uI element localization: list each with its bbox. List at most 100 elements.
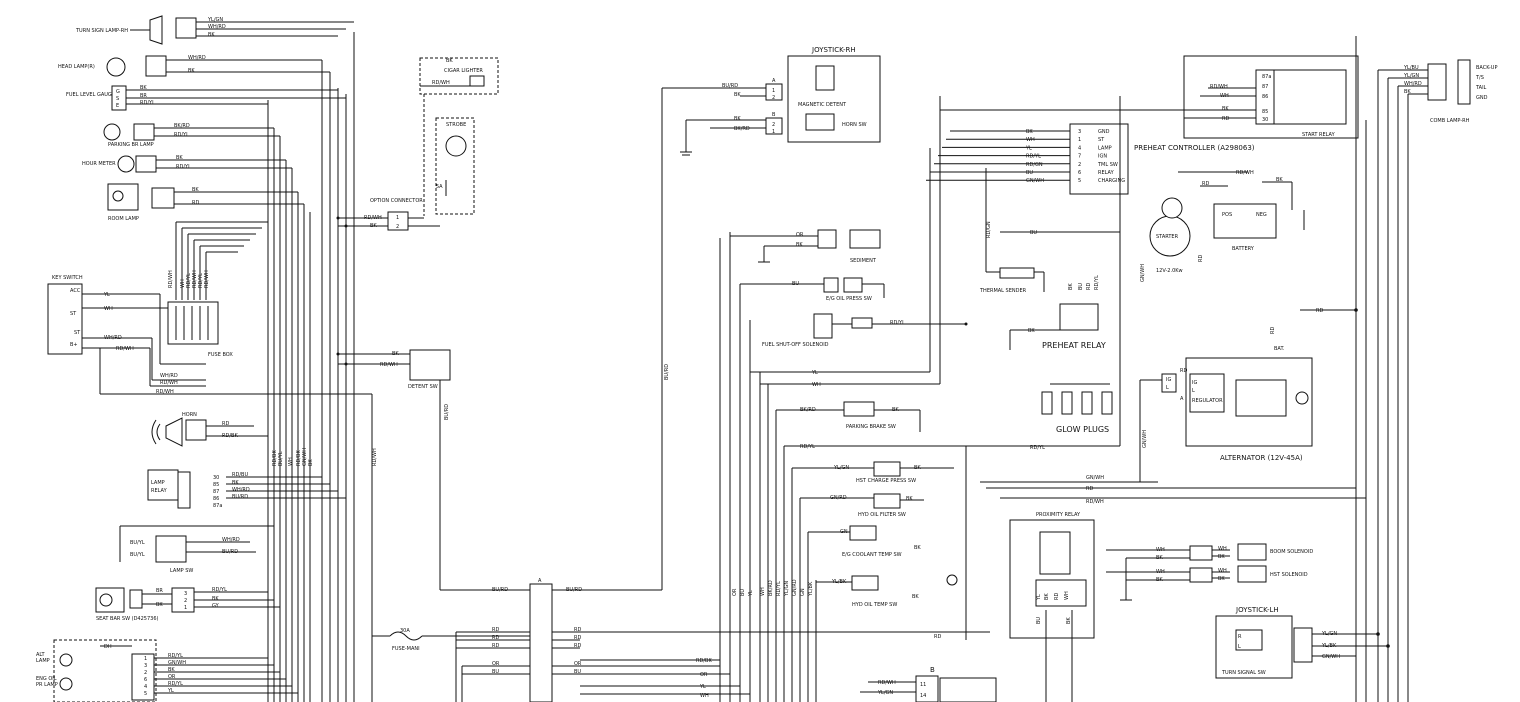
horn: HORN RD RD/BK — [151, 412, 268, 447]
svg-text:START RELAY: START RELAY — [1302, 132, 1336, 138]
svg-text:BK: BK — [168, 667, 175, 673]
svg-text:YL/GN: YL/GN — [207, 17, 223, 23]
boom-solenoid: WH BK WH BK BOOM SOLENOID — [1106, 543, 1313, 561]
svg-text:WH/RD: WH/RD — [222, 537, 240, 543]
svg-text:RD/YL: RD/YL — [198, 273, 204, 288]
svg-text:BK: BK — [734, 92, 741, 98]
svg-text:NEG: NEG — [1256, 212, 1267, 218]
svg-text:S: S — [116, 96, 119, 102]
svg-text:PREHEAT RELAY: PREHEAT RELAY — [1042, 341, 1106, 350]
svg-text:B+: B+ — [70, 342, 78, 348]
connector-a: A RD RD RD OR BU BU/RD BU/RD RD RD RD OR — [455, 578, 990, 702]
svg-text:RD/WH: RD/WH — [372, 448, 378, 466]
cigar-lighter: BK CIGAR LIGHTER RD/WH — [419, 57, 499, 216]
battery: POS NEG BATTERY RD BK — [1200, 177, 1305, 252]
svg-text:MAGNETIC DETENT: MAGNETIC DETENT — [798, 102, 847, 108]
svg-text:BACK-UP: BACK-UP — [1476, 65, 1498, 71]
svg-text:1: 1 — [184, 605, 187, 611]
room-lamp: ROOM LAMP BK RD — [107, 183, 304, 222]
svg-text:WH/RD: WH/RD — [188, 55, 206, 61]
svg-text:YL/GN: YL/GN — [833, 465, 849, 471]
svg-text:E: E — [116, 103, 119, 109]
svg-text:RD: RD — [1054, 593, 1060, 600]
svg-text:YL: YL — [748, 590, 754, 597]
svg-text:RD: RD — [192, 200, 199, 206]
harness-bundle-right: RD GN/WH GN/WH RD RD — [1119, 36, 1390, 702]
indicator-lamps: ALT LAMP ENG OIL PR LAMP DH 1 3 2 6 4 5 … — [36, 639, 298, 702]
svg-text:FUSE-MANI: FUSE-MANI — [392, 646, 420, 652]
svg-text:BK: BK — [1156, 577, 1163, 583]
turn-sign-lamp-rh-label: TURN SIGN LAMP-RH — [75, 28, 128, 34]
svg-text:WH: WH — [1218, 546, 1227, 552]
svg-text:STROBE: STROBE — [446, 122, 466, 128]
svg-text:GLOW PLUGS: GLOW PLUGS — [1056, 425, 1109, 434]
svg-text:YL: YL — [1036, 594, 1042, 601]
svg-text:BK/RD: BK/RD — [734, 126, 750, 132]
svg-text:BK: BK — [906, 496, 913, 502]
svg-text:RD/WH: RD/WH — [168, 270, 174, 288]
svg-text:30: 30 — [1262, 117, 1268, 123]
svg-text:86: 86 — [1262, 94, 1268, 100]
svg-text:RD: RD — [492, 643, 499, 649]
svg-text:RD/WH: RD/WH — [380, 362, 398, 368]
preheat-wire-label: RD/GN — [1026, 162, 1043, 168]
svg-text:A: A — [1180, 396, 1184, 402]
svg-text:ACC: ACC — [70, 288, 81, 294]
svg-text:BK: BK — [446, 58, 453, 64]
svg-text:PR LAMP: PR LAMP — [36, 682, 58, 688]
svg-text:REGULATOR: REGULATOR — [1192, 398, 1223, 404]
svg-text:BU/RD: BU/RD — [222, 549, 238, 555]
svg-text:RD/WH: RD/WH — [1210, 84, 1228, 90]
svg-text:GN: GN — [800, 588, 806, 596]
svg-text:BK: BK — [1044, 593, 1050, 600]
svg-text:WH: WH — [1218, 568, 1227, 574]
joystick-rh: JOYSTICK-RH A 1 2 MAGNETIC DETENT B 2 1 … — [680, 46, 881, 156]
svg-text:DH: DH — [104, 644, 112, 650]
hst-charge-press-sw: RD/YL RD/YL YL/GN BK HST CHARGE PRESS SW — [784, 444, 1120, 484]
svg-text:3: 3 — [184, 591, 187, 597]
hour-meter: HOUR METER BK RD/YL — [82, 155, 292, 173]
svg-text:GN/WH: GN/WH — [168, 660, 186, 666]
svg-text:2: 2 — [396, 224, 399, 230]
preheat-pin-number: 7 — [1078, 154, 1081, 160]
preheat-wire-label: BU — [1026, 170, 1033, 176]
fuse-mani: 30A FUSE-MANI — [372, 628, 530, 652]
preheat-pin-label: TML SW — [1097, 162, 1118, 168]
svg-text:BK: BK — [1156, 555, 1163, 561]
eg-oil-press-sw: BU E/G OIL PRESS SW — [740, 277, 885, 302]
svg-text:YL/BU: YL/BU — [1403, 65, 1419, 71]
preheat-pin-label: CHARGING — [1098, 178, 1125, 184]
svg-text:RD: RD — [222, 421, 229, 427]
lamp-sw: BU/YL BU/YL WH/RD BU/RD LAMP SW — [119, 525, 274, 574]
svg-text:RD/BU: RD/BU — [232, 472, 248, 478]
svg-text:BK: BK — [156, 602, 163, 608]
svg-text:BK: BK — [1028, 328, 1035, 334]
svg-text:RD/GN: RD/GN — [986, 221, 992, 238]
svg-text:COMB LAMP-RH: COMB LAMP-RH — [1430, 118, 1470, 124]
harness-bundle-center: BU/RD BU/RD BK OR BU YL WH BK/RD RD/YL Y… — [580, 83, 817, 702]
svg-text:BU: BU — [574, 669, 581, 675]
svg-text:BU/YL: BU/YL — [130, 552, 145, 558]
svg-text:87: 87 — [1262, 84, 1268, 90]
hyd-oil-filter-sw: GN/RD BK HYD OIL FILTER SW — [800, 493, 924, 518]
svg-text:BK: BK — [1218, 554, 1225, 560]
svg-text:YL: YL — [167, 688, 174, 694]
preheat-wire-label: BK — [1026, 129, 1033, 135]
svg-text:RD/YL: RD/YL — [176, 164, 191, 170]
svg-text:B: B — [930, 666, 935, 674]
svg-text:RD/YL: RD/YL — [800, 444, 815, 450]
svg-text:2: 2 — [184, 598, 187, 604]
svg-text:BU: BU — [1030, 230, 1037, 236]
svg-text:DETENT SW: DETENT SW — [408, 384, 438, 390]
svg-text:BOOM SOLENOID: BOOM SOLENOID — [1270, 549, 1313, 555]
preheat-wire-label: YL — [1025, 145, 1032, 151]
harness-bundle-left — [267, 32, 355, 702]
svg-text:RD/BK: RD/BK — [222, 433, 238, 439]
svg-text:RD/WH: RD/WH — [160, 380, 178, 386]
sediment: SEDIMENT OR BK — [730, 229, 881, 264]
svg-text:L: L — [1238, 644, 1241, 650]
svg-text:1: 1 — [144, 656, 147, 662]
svg-text:JOYSTICK-LH: JOYSTICK-LH — [1235, 606, 1279, 614]
svg-text:ST: ST — [70, 311, 77, 317]
